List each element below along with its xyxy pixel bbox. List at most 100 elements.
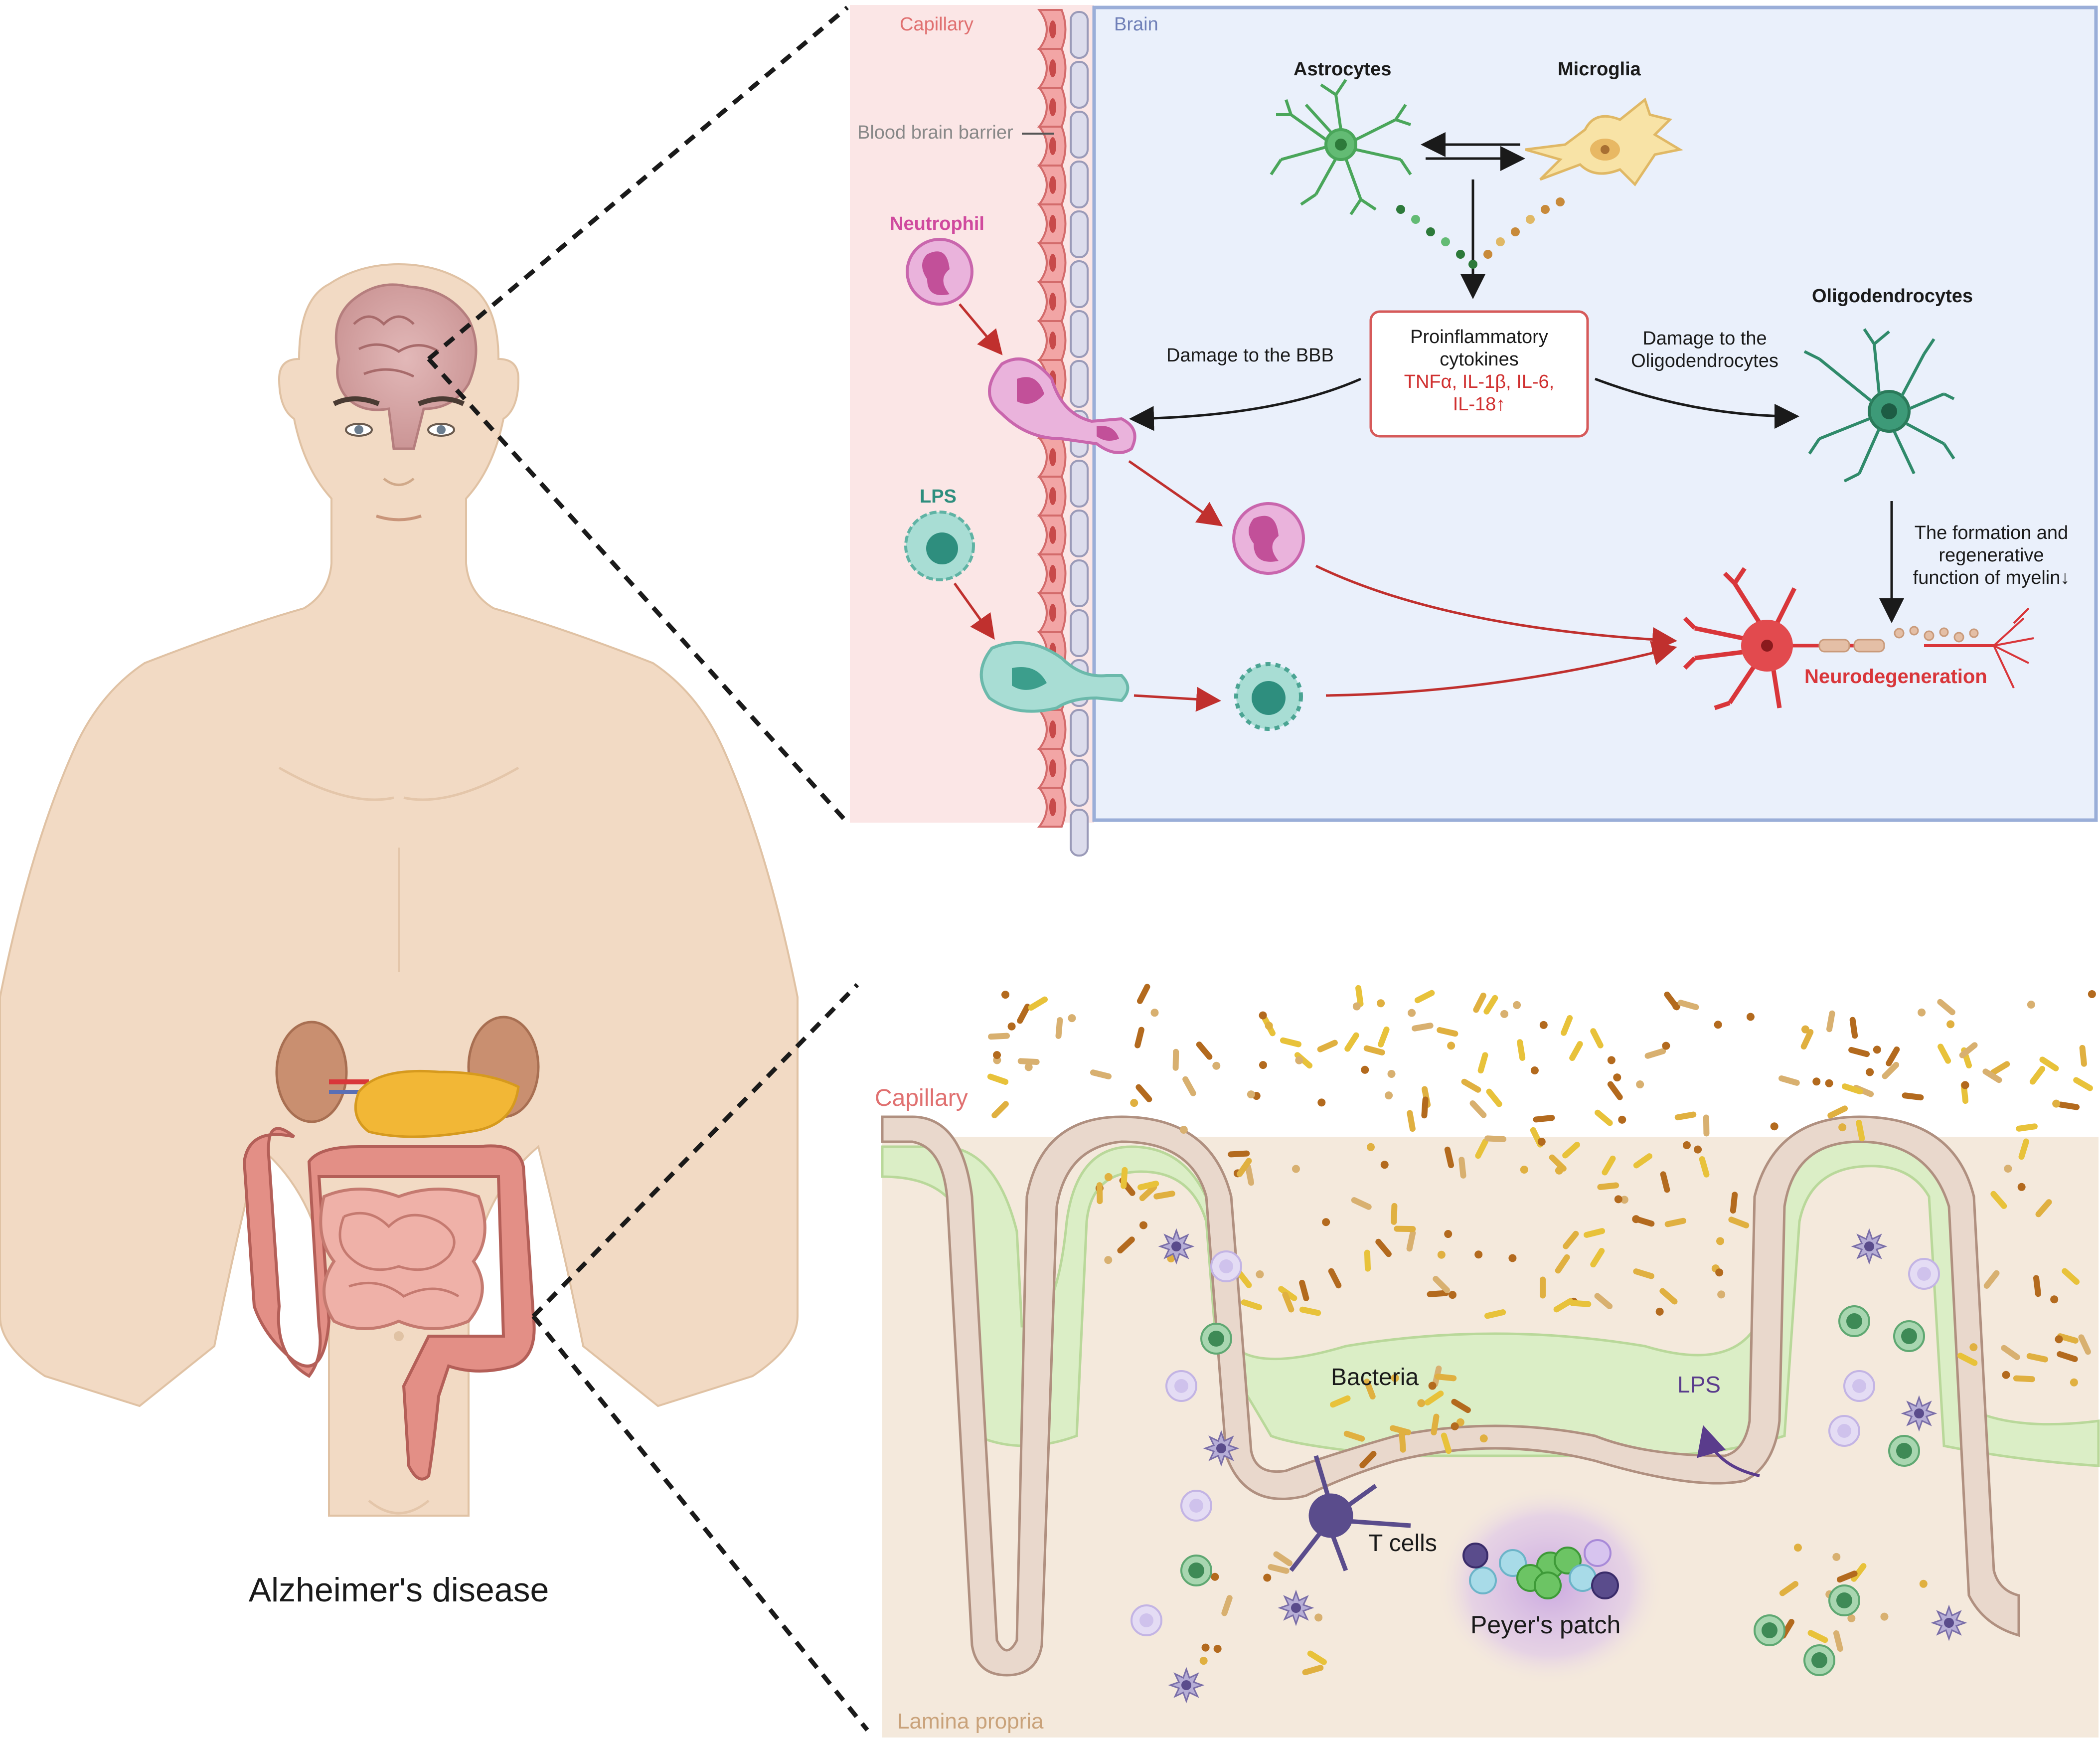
bacterium — [1812, 1077, 1821, 1086]
bacterium — [1433, 1276, 1450, 1293]
human-body — [0, 263, 799, 1517]
bacterium — [1364, 1249, 1371, 1272]
bacterium — [1461, 1078, 1481, 1093]
bacterium — [1280, 1037, 1302, 1047]
bacterium — [1136, 984, 1150, 1004]
bacterium — [1484, 1309, 1506, 1319]
bacterium — [1130, 1099, 1138, 1107]
bacterium — [1435, 1374, 1457, 1382]
bacterium — [1473, 992, 1486, 1013]
zoom-lines — [427, 5, 869, 1732]
bacterium — [1068, 1014, 1076, 1023]
bacterium — [1919, 1579, 1928, 1588]
bacterium — [1590, 1028, 1604, 1048]
bacterium — [1946, 1020, 1955, 1029]
bacterium — [1659, 1288, 1678, 1305]
bacterium — [1355, 985, 1364, 1007]
bacterium — [1437, 1027, 1458, 1037]
bacterium — [1292, 1165, 1300, 1173]
bacterium — [1385, 1091, 1393, 1100]
oligodendrocyte-icon — [1803, 328, 1955, 483]
bacterium — [2001, 1345, 2020, 1361]
bacterium — [1135, 1084, 1152, 1102]
bacterium — [1827, 1105, 1848, 1119]
bacterium — [1265, 1022, 1273, 1030]
bacterium — [1314, 1613, 1323, 1622]
cytokine-box-line3: TNFα, IL-1β, IL-6, — [1404, 371, 1555, 392]
bacterium — [1479, 1434, 1488, 1443]
bacterium — [1352, 1002, 1361, 1011]
bacterium — [1983, 1270, 2000, 1289]
bacterium — [1969, 1343, 1978, 1352]
bacterium — [1104, 1173, 1113, 1181]
bacterium — [1728, 1217, 1750, 1228]
bacterium — [1259, 1011, 1267, 1020]
bacterium — [1508, 1254, 1517, 1262]
bacterium — [1483, 995, 1498, 1015]
bacterium — [1017, 1004, 1031, 1024]
bacterium — [1882, 1061, 1900, 1079]
bacterium — [1539, 1021, 1548, 1029]
bacterium — [2039, 1056, 2059, 1071]
bacterium — [1715, 1268, 1724, 1277]
bacterium — [1714, 1021, 1722, 1029]
astrocyte-endfoot — [1070, 559, 1089, 607]
bacterium — [1378, 1026, 1390, 1047]
astrocyte-endfoot — [1070, 11, 1089, 59]
bacterium — [1343, 1430, 1365, 1442]
microglia-label: Microglia — [1558, 59, 1641, 80]
bacterium — [1408, 1009, 1416, 1017]
bacterium — [1007, 1022, 1016, 1031]
bacterium — [1569, 1041, 1583, 1061]
bacterium — [2017, 1183, 2026, 1191]
bacterium — [1391, 1203, 1398, 1225]
bacterium — [2026, 1353, 2048, 1363]
bacterium — [1982, 1068, 2002, 1083]
bacterium — [1307, 1650, 1327, 1665]
bacterium — [1247, 1090, 1255, 1099]
bacterium — [1886, 1046, 1900, 1066]
bacterium — [1847, 1614, 1856, 1622]
bacterium — [1273, 1551, 1292, 1566]
lps-monocyte-icon — [904, 511, 975, 581]
astrocyte-endfoot — [1070, 460, 1089, 508]
bacterium — [1730, 1192, 1738, 1214]
bacterium — [1486, 1088, 1502, 1107]
bacterium — [1703, 1114, 1710, 1137]
bacterium — [1377, 999, 1385, 1008]
bacterium — [1213, 1645, 1222, 1653]
bacterium — [1245, 1164, 1255, 1186]
oligodendrocytes-label: Oligodendrocytes — [1812, 286, 1973, 307]
bacterium — [1380, 1161, 1389, 1169]
bacterium — [1299, 1306, 1321, 1316]
damage-oligo-line2: Oligodendrocytes — [1631, 350, 1778, 371]
bacterium — [1449, 1291, 1457, 1299]
bacterium — [2079, 1044, 2087, 1067]
bacterium — [1427, 1290, 1449, 1297]
bacterium — [1117, 1236, 1135, 1254]
bacterium — [1807, 1630, 1828, 1643]
blood-brain-barrier — [1037, 9, 1089, 857]
bacterium — [1660, 1171, 1670, 1193]
lps-monocyte-in-brain-icon — [1234, 662, 1303, 731]
bacterium — [1001, 991, 1009, 999]
bacterium — [1856, 1119, 1865, 1142]
bacterium — [1484, 1135, 1507, 1143]
bacterium — [1825, 1079, 1833, 1087]
bacterium — [1228, 1150, 1250, 1158]
bacterium — [1241, 1299, 1263, 1311]
bacterium — [1674, 1111, 1697, 1121]
bacterium — [2088, 990, 2096, 998]
bacterium — [1444, 1230, 1453, 1238]
bacterium — [1196, 1042, 1213, 1060]
bacterium — [1636, 1080, 1644, 1089]
bacterium — [1694, 1145, 1702, 1154]
bacterium — [1553, 1298, 1574, 1313]
bacterium — [1317, 1040, 1338, 1052]
bacterium — [1263, 1573, 1272, 1582]
astrocyte-endfoot — [1070, 161, 1089, 208]
bacterium — [1330, 1395, 1351, 1408]
bacterium — [1778, 1075, 1800, 1086]
bacterium — [1902, 1092, 1924, 1101]
